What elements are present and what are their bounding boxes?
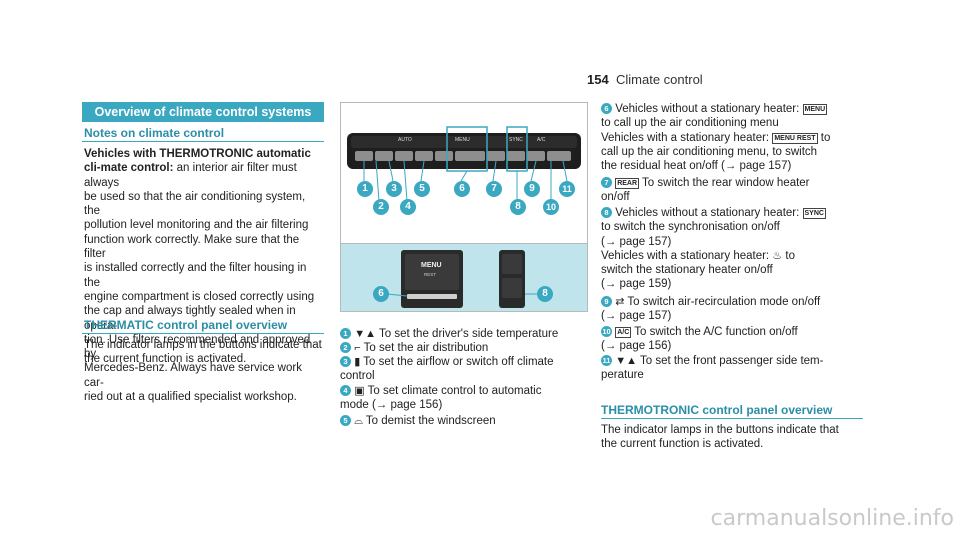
panel-heading: THERMATIC control panel overview bbox=[84, 318, 288, 332]
list-item: 3 ▮ To set the airflow or switch off cli… bbox=[340, 356, 554, 383]
air-distribution-icon: ⌐ bbox=[354, 342, 361, 354]
callout-10: 10 bbox=[543, 199, 559, 215]
list-item: 9 ⇄ To switch air-recirculation mode on/… bbox=[601, 296, 821, 323]
menu-icon: MENU bbox=[802, 104, 828, 115]
divider bbox=[601, 418, 863, 419]
ac-label: A/C bbox=[537, 137, 546, 143]
panel-drawing bbox=[347, 126, 581, 202]
auto-icon: ▣ bbox=[354, 385, 365, 397]
notes-heading: Notes on climate control bbox=[84, 126, 225, 140]
page-number: 154 bbox=[587, 72, 609, 87]
menu-button-label: MENU bbox=[421, 262, 442, 269]
menu-label: MENU bbox=[455, 137, 470, 143]
panel-paragraph: The indicator lamps in the buttons indic… bbox=[84, 339, 322, 366]
callout-1-badge: 1 bbox=[340, 328, 351, 339]
callout-2-badge: 2 bbox=[340, 342, 351, 353]
thermotronic-heading: THERMOTRONIC control panel overview bbox=[601, 403, 833, 417]
panel-detail-view: MENU REST 6 8 bbox=[341, 243, 587, 311]
callout-11: 11 bbox=[559, 181, 575, 197]
watermark: carmanualsonline.info bbox=[710, 506, 954, 531]
callout-3-badge: 3 bbox=[340, 356, 351, 367]
stationary-heater-icon: ♨ bbox=[772, 249, 783, 262]
divider bbox=[82, 333, 324, 334]
thermotronic-paragraph: The indicator lamps in the buttons indic… bbox=[601, 424, 839, 451]
callout-3: 3 bbox=[386, 181, 402, 197]
callout-5-badge: 5 bbox=[340, 415, 351, 426]
rear-window-heater-icon: REAR bbox=[615, 178, 640, 189]
control-panel-illustration: MENU SYNC A/C AUTO 1 2 3 4 5 6 7 8 9 10 … bbox=[340, 102, 588, 312]
menu-button-sublabel: REST bbox=[424, 272, 437, 277]
airflow-icon: ▮ bbox=[354, 356, 361, 368]
list-item: 2 ⌐ To set the air distribution bbox=[340, 341, 590, 355]
callout-7: 7 bbox=[486, 181, 502, 197]
sync-icon: SYNC bbox=[802, 208, 826, 219]
list-item: 1 ▼▲ To set the driver's side temperatur… bbox=[340, 327, 590, 341]
demist-icon: ⌓ bbox=[354, 415, 363, 427]
list-item: 8 Vehicles without a stationary heater: … bbox=[601, 207, 826, 291]
recirculation-icon: ⇄ bbox=[615, 296, 625, 308]
panel-top-view: MENU SYNC A/C AUTO 1 2 3 4 5 6 7 8 9 10 … bbox=[341, 103, 587, 243]
list-item: 6 Vehicles without a stationary heater: … bbox=[601, 103, 831, 173]
callout-4-badge: 4 bbox=[340, 385, 351, 396]
callout-2: 2 bbox=[373, 199, 389, 215]
section-title: Climate control bbox=[616, 72, 703, 87]
callout-4: 4 bbox=[400, 199, 416, 215]
notes-paragraph: Vehicles with THERMOTRONIC automatic cli… bbox=[84, 148, 315, 404]
temp-arrows-icon: ▼▲ bbox=[354, 328, 376, 340]
callout-9: 9 bbox=[524, 181, 540, 197]
ac-icon: A/C bbox=[615, 327, 632, 338]
list-item: 4 ▣ To set climate control to automatic … bbox=[340, 385, 542, 412]
auto-label: AUTO bbox=[398, 137, 412, 143]
detail-drawing bbox=[386, 250, 537, 308]
callout-6-detail: 6 bbox=[373, 286, 389, 302]
callout-8-detail: 8 bbox=[537, 286, 553, 302]
temp-arrows-icon: ▼▲ bbox=[615, 355, 637, 367]
divider bbox=[82, 141, 324, 142]
callout-1: 1 bbox=[357, 181, 373, 197]
callout-8: 8 bbox=[510, 199, 526, 215]
list-item: 11 ▼▲ To set the front passenger side te… bbox=[601, 355, 824, 382]
menu-rest-icon: MENU REST bbox=[772, 132, 818, 144]
list-item: 5 ⌓ To demist the windscreen bbox=[340, 414, 590, 428]
list-item: 7 REAR To switch the rear window heater … bbox=[601, 177, 810, 204]
callout-6: 6 bbox=[454, 181, 470, 197]
callout-5: 5 bbox=[414, 181, 430, 197]
section-bar: Overview of climate control systems bbox=[82, 102, 324, 122]
sync-label: SYNC bbox=[509, 137, 523, 143]
notes-lead: Vehicles with THERMOTRONIC automatic cli… bbox=[84, 148, 311, 175]
list-item: 10 A/C To switch the A/C function on/off… bbox=[601, 326, 798, 353]
